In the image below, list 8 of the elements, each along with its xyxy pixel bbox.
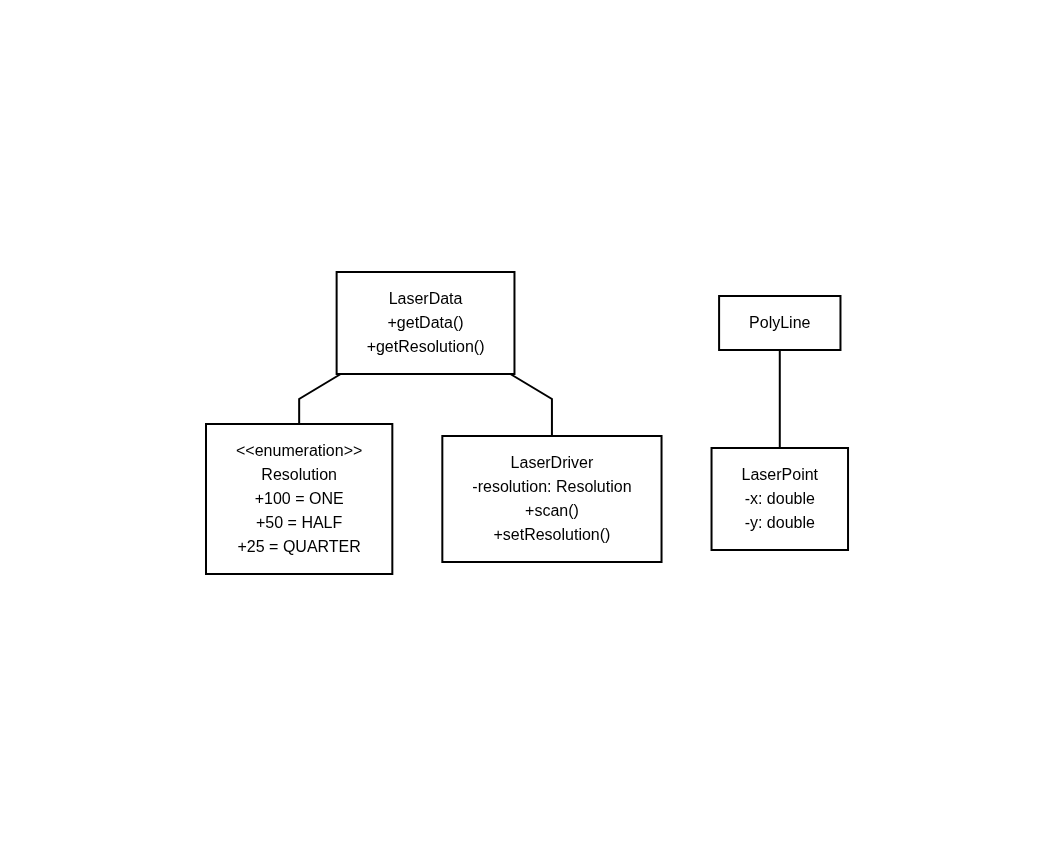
node-box: LaserPoint -x: double -y: double	[711, 447, 850, 551]
connector	[509, 373, 554, 437]
connector	[779, 349, 782, 449]
node-box: LaserData +getData() +getResolution()	[336, 271, 516, 375]
node-box: <<enumeration>> Resolution +100 = ONE +50 = HALF +25 = QUARTER	[205, 423, 394, 575]
connector	[298, 373, 343, 425]
node-box: LaserDriver -resolution: Resolution +scan() +setResolution()	[441, 435, 663, 563]
node-box: PolyLine	[718, 295, 842, 351]
